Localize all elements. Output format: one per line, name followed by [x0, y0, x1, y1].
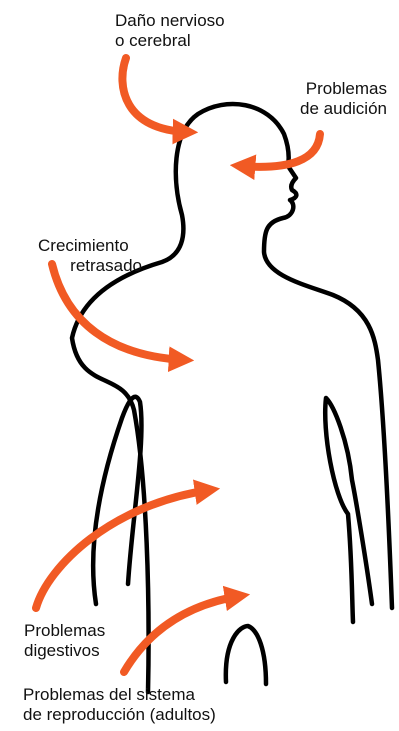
- label-digestive-line2: digestivos: [24, 641, 105, 661]
- arrow-hearing: [240, 134, 320, 167]
- label-reproductive-line1: Problemas del sistema: [23, 685, 216, 705]
- label-reproductive-line2: de reproducción (adultos): [23, 705, 216, 725]
- label-digestive-problems: Problemas digestivos: [24, 621, 105, 661]
- label-nerve-line1: Daño nervioso: [115, 11, 225, 31]
- label-hearing-problems: Problemas de audición: [300, 79, 387, 119]
- body-outline: [72, 104, 392, 692]
- arrow-nerve: [122, 58, 188, 132]
- label-growth-delay: Crecimiento retrasado: [38, 236, 142, 276]
- label-reproductive-problems: Problemas del sistema de reproducción (a…: [23, 685, 216, 725]
- right-arm-outline: [325, 398, 372, 622]
- head-torso-outline: [72, 104, 392, 692]
- label-hearing-line1: Problemas: [300, 79, 387, 99]
- arrow-reproductive: [124, 596, 240, 672]
- label-growth-line2: retrasado: [38, 256, 142, 276]
- legs-arc-outline: [226, 626, 266, 684]
- label-nerve-damage: Daño nervioso o cerebral: [115, 11, 225, 51]
- left-arm-outline: [93, 397, 141, 604]
- label-nerve-line2: o cerebral: [115, 31, 225, 51]
- label-hearing-line2: de audición: [300, 99, 387, 119]
- label-digestive-line1: Problemas: [24, 621, 105, 641]
- arrow-digestive: [36, 490, 210, 608]
- label-growth-line1: Crecimiento: [38, 236, 142, 256]
